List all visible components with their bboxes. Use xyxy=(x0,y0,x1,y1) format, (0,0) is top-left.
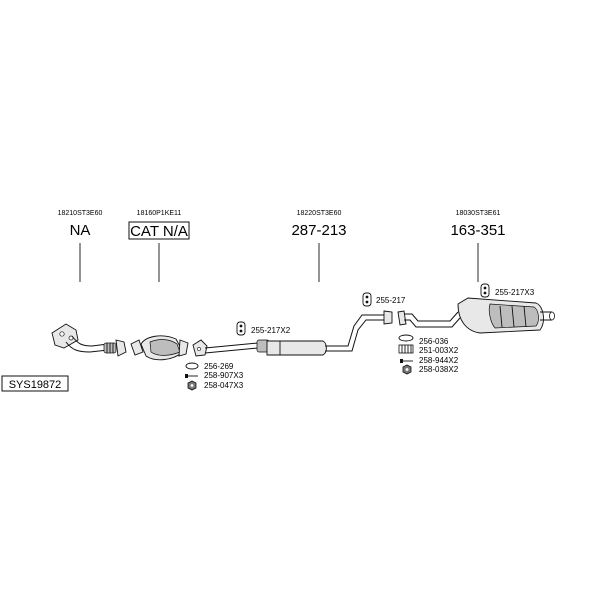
system-id: SYS19872 xyxy=(9,379,62,391)
bolt-icon xyxy=(185,374,198,378)
center-pipe-illustration xyxy=(192,310,393,357)
hardware-256-269[interactable]: 256-269 xyxy=(185,362,234,371)
rubber-hanger-icon xyxy=(480,283,490,298)
rubber-hanger-icon xyxy=(236,321,246,336)
hardware-ref: 258-047X3 xyxy=(204,381,244,390)
hardware-255-217X2[interactable]: 255-217X2 xyxy=(236,321,291,336)
part-number: CAT N/A xyxy=(130,223,188,240)
gasket-ring-icon xyxy=(398,334,414,342)
spring-icon xyxy=(398,344,414,354)
unavailable-box xyxy=(128,221,190,240)
hardware-255-217X3[interactable]: 255-217X3 xyxy=(480,283,535,298)
oem-code: 18210ST3E60 xyxy=(58,210,103,217)
hardware-ref: 255-217X3 xyxy=(495,288,535,297)
bolt-icon xyxy=(400,359,413,363)
gasket-icon xyxy=(185,362,199,370)
section-center-pipe[interactable]: 18220ST3E60 287-213 xyxy=(291,210,347,282)
part-number: 287-213 xyxy=(291,222,346,239)
system-id-box: SYS19872 xyxy=(1,375,69,392)
section-front-pipe[interactable]: 18210ST3E60 NA xyxy=(58,210,103,282)
rubber-hanger-icon xyxy=(362,292,372,307)
hardware-ref: 258-038X2 xyxy=(419,365,459,374)
hardware-ref: 251-003X2 xyxy=(419,346,459,355)
part-number: 163-351 xyxy=(450,222,505,239)
oem-code: 18160P1KE11 xyxy=(137,210,182,217)
hardware-ref: 255-217 xyxy=(376,296,406,305)
catalyst-illustration xyxy=(130,335,189,361)
hardware-ref: 256-036 xyxy=(419,337,449,346)
section-catalyst[interactable]: 18160P1KE11 CAT N/A xyxy=(128,210,190,282)
front-pipe-illustration xyxy=(51,323,127,357)
hardware-251-003X2[interactable]: 251-003X2 xyxy=(398,344,459,355)
hardware-256-036[interactable]: 256-036 xyxy=(398,334,449,346)
hardware-258-944X2[interactable]: 258-944X2 xyxy=(400,356,459,365)
rear-silencer-illustration xyxy=(397,297,555,334)
hardware-ref: 258-944X2 xyxy=(419,356,459,365)
oem-code: 18220ST3E60 xyxy=(297,210,342,217)
hardware-ref: 258-907X3 xyxy=(204,371,244,380)
oem-code: 18030ST3E61 xyxy=(456,210,501,217)
hardware-258-047X3[interactable]: 258-047X3 xyxy=(187,380,244,391)
hardware-255-217[interactable]: 255-217 xyxy=(362,292,406,307)
hardware-258-038X2[interactable]: 258-038X2 xyxy=(402,364,459,375)
hardware-258-907X3[interactable]: 258-907X3 xyxy=(185,371,244,380)
hardware-ref: 255-217X2 xyxy=(251,326,291,335)
section-rear-silencer[interactable]: 18030ST3E61 163-351 xyxy=(450,210,506,282)
part-number: NA xyxy=(70,222,91,239)
hardware-ref: 256-269 xyxy=(204,362,234,371)
